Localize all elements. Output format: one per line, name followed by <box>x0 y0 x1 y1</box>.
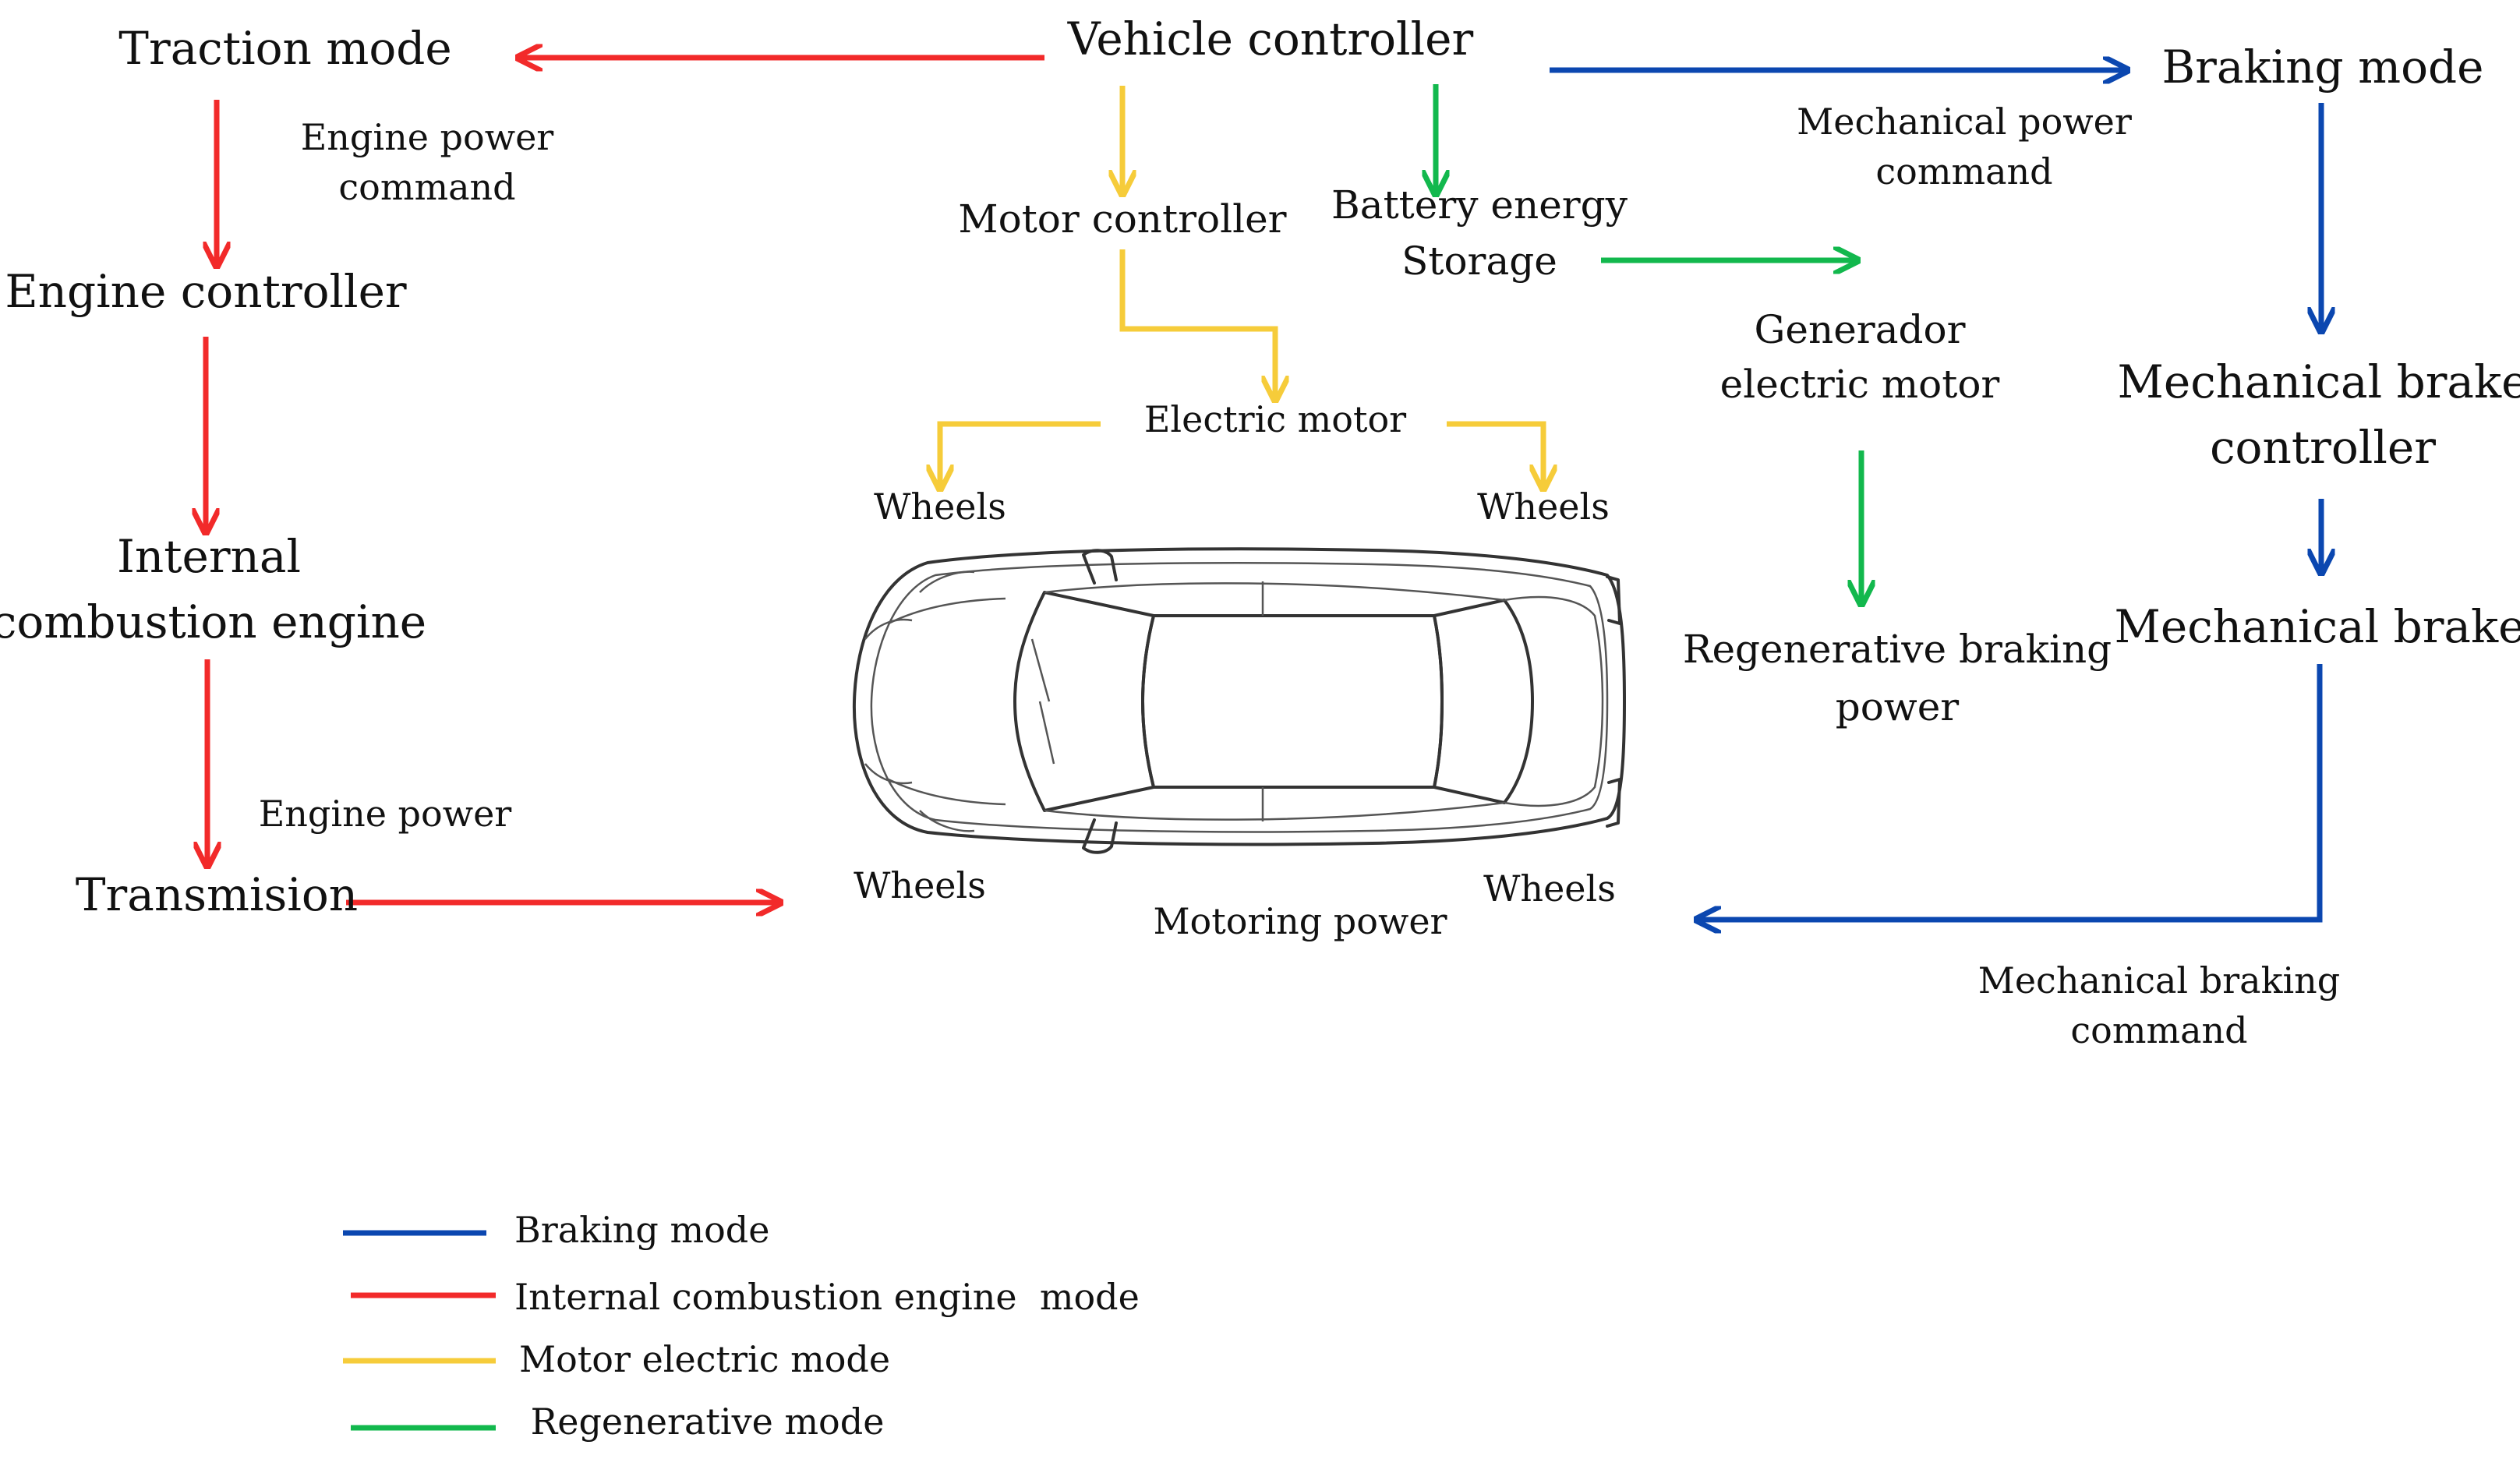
generator-node-line2: electric motor <box>1720 362 2000 407</box>
wheels-rear-right: Wheels <box>1483 867 1616 910</box>
mech-braking-command-line1: Mechanical braking <box>1978 959 2341 1001</box>
regen-power-node-line1: Regenerative braking <box>1683 627 2112 672</box>
mech-brake-node: Mechanical brake <box>2115 600 2520 653</box>
ice-node-line2: combustion engine <box>0 595 426 648</box>
arrow-motor-controller-to-electric-motor <box>1119 249 1275 397</box>
ice-arrows <box>206 58 1044 903</box>
arrow-brake-to-car <box>1699 664 2323 920</box>
traction-mode-node: Traction mode <box>118 22 451 75</box>
braking-mode-node: Braking mode <box>2162 41 2484 94</box>
legend-item-regen: Regenerative mode <box>351 1401 884 1443</box>
mech-power-command-line2: command <box>1875 150 2052 193</box>
electric-motor-node: Electric motor <box>1144 398 1406 440</box>
ice-node-line1: Internal <box>117 530 301 583</box>
legend-label-braking: Braking mode <box>514 1209 769 1251</box>
vehicle-controller-node: Vehicle controller <box>1067 12 1474 65</box>
legend-item-ice: Internal combustion engine mode <box>351 1276 1140 1318</box>
battery-node-line1: Battery energy <box>1331 182 1628 228</box>
legend-item-braking: Braking mode <box>343 1209 769 1251</box>
edge-labels: Engine power command Engine power Motori… <box>259 101 2341 1051</box>
regen-arrows <box>1436 84 1861 602</box>
arrow-electric-motor-to-left-wheels <box>940 421 1101 486</box>
node-labels: Traction mode Vehicle controller Braking… <box>0 12 2520 921</box>
braking-arrows <box>1550 70 2321 920</box>
wheels-front-left: Wheels <box>874 486 1006 528</box>
motoring-power-label: Motoring power <box>1153 900 1447 942</box>
motor-controller-node: Motor controller <box>958 196 1286 242</box>
car-top-view-icon <box>852 547 1626 854</box>
mech-brake-controller-line1: Mechanical brake <box>2118 355 2520 408</box>
engine-controller-node: Engine controller <box>5 265 407 318</box>
legend-label-ice: Internal combustion engine mode <box>514 1276 1140 1318</box>
legend-item-motor: Motor electric mode <box>343 1338 890 1380</box>
wheels-rear-left: Wheels <box>854 864 986 906</box>
regen-power-node-line2: power <box>1836 684 1959 729</box>
wheels-front-right: Wheels <box>1477 486 1610 528</box>
arrow-electric-motor-to-right-wheels <box>1447 421 1543 486</box>
mech-power-command-line1: Mechanical power <box>1797 101 2132 143</box>
wheel-labels: Wheels Wheels Wheels Wheels <box>854 486 1616 910</box>
engine-power-label: Engine power <box>259 793 512 835</box>
mech-brake-controller-line2: controller <box>2210 421 2436 474</box>
legend-label-regen: Regenerative mode <box>519 1401 884 1443</box>
transmision-node: Transmision <box>76 868 358 921</box>
mech-braking-command-line2: command <box>2070 1009 2247 1051</box>
engine-power-command-line2: command <box>338 166 515 208</box>
battery-node-line2: Storage <box>1401 238 1557 284</box>
motor-arrows <box>940 86 1543 486</box>
generator-node-line1: Generador <box>1754 307 1965 352</box>
legend: Braking mode Internal combustion engine … <box>343 1209 1140 1443</box>
legend-label-motor: Motor electric mode <box>519 1338 890 1380</box>
engine-power-command-line1: Engine power <box>301 116 554 158</box>
